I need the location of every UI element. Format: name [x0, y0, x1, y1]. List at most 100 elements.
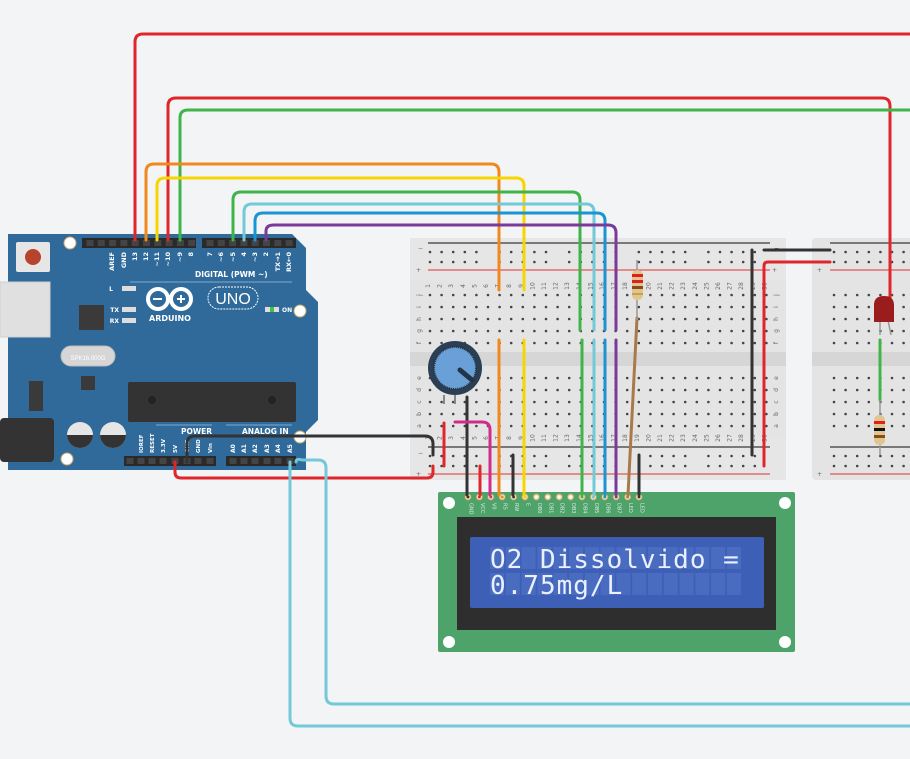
- breadboard-hole[interactable]: [637, 376, 641, 380]
- breadboard-hole[interactable]: [683, 412, 687, 416]
- breadboard-hole[interactable]: [475, 424, 478, 428]
- breadboard-main[interactable]: 1122334455667788991010111112121313141415…: [410, 238, 786, 480]
- breadboard-hole[interactable]: [867, 412, 871, 416]
- breadboard-hole[interactable]: [741, 329, 745, 333]
- header-pin[interactable]: [263, 458, 271, 464]
- breadboard-hole[interactable]: [475, 464, 478, 468]
- breadboard-hole[interactable]: [765, 424, 768, 428]
- breadboard-hole[interactable]: [672, 376, 675, 380]
- breadboard-hole[interactable]: [440, 329, 443, 333]
- breadboard-hole[interactable]: [475, 400, 478, 404]
- breadboard-hole[interactable]: [879, 293, 882, 297]
- breadboard-hole[interactable]: [649, 329, 652, 333]
- breadboard-hole[interactable]: [765, 305, 768, 309]
- breadboard-hole[interactable]: [567, 260, 571, 264]
- breadboard-hole[interactable]: [844, 424, 847, 428]
- breadboard-hole[interactable]: [509, 305, 513, 309]
- breadboard-hole[interactable]: [649, 305, 652, 309]
- breadboard-hole[interactable]: [451, 424, 455, 428]
- breadboard-hole[interactable]: [463, 329, 467, 333]
- breadboard-hole[interactable]: [902, 454, 905, 458]
- breadboard-hole[interactable]: [567, 293, 571, 297]
- breadboard-hole[interactable]: [695, 293, 699, 297]
- breadboard-hole[interactable]: [718, 293, 722, 297]
- breadboard-hole[interactable]: [660, 260, 664, 264]
- breadboard-hole[interactable]: [556, 376, 559, 380]
- breadboard-hole[interactable]: [509, 250, 513, 254]
- breadboard-hole[interactable]: [521, 317, 525, 321]
- breadboard-hole[interactable]: [902, 412, 905, 416]
- header-pin[interactable]: [143, 240, 150, 246]
- breadboard-hole[interactable]: [498, 329, 501, 333]
- breadboard-hole[interactable]: [902, 317, 905, 321]
- breadboard-hole[interactable]: [556, 329, 559, 333]
- breadboard-hole[interactable]: [890, 424, 894, 428]
- breadboard-hole[interactable]: [765, 376, 768, 380]
- breadboard-hole[interactable]: [567, 329, 571, 333]
- header-pin[interactable]: [120, 240, 128, 246]
- breadboard-hole[interactable]: [718, 260, 722, 264]
- wire-purple-pin2[interactable]: [264, 223, 618, 332]
- breadboard-hole[interactable]: [509, 376, 513, 380]
- analog-header[interactable]: [226, 456, 296, 466]
- breadboard-hole[interactable]: [683, 424, 687, 428]
- header-pin[interactable]: [176, 240, 184, 246]
- breadboard-hole[interactable]: [451, 329, 455, 333]
- breadboard-hole[interactable]: [695, 305, 699, 309]
- breadboard-hole[interactable]: [463, 454, 467, 458]
- breadboard-hole[interactable]: [890, 464, 894, 468]
- breadboard-hole[interactable]: [718, 341, 722, 345]
- breadboard-hole[interactable]: [428, 305, 432, 309]
- wire-green-pin5[interactable]: [231, 190, 582, 332]
- breadboard-hole[interactable]: [428, 329, 432, 333]
- breadboard-hole[interactable]: [475, 250, 478, 254]
- breadboard-hole[interactable]: [753, 329, 757, 333]
- breadboard-hole[interactable]: [832, 329, 836, 333]
- breadboard-hole[interactable]: [521, 329, 525, 333]
- breadboard-hole[interactable]: [533, 260, 536, 264]
- breadboard-hole[interactable]: [625, 424, 629, 428]
- breadboard-hole[interactable]: [741, 454, 745, 458]
- breadboard-hole[interactable]: [672, 260, 675, 264]
- power-header[interactable]: [124, 456, 216, 466]
- breadboard-hole[interactable]: [867, 376, 871, 380]
- breadboard-hole[interactable]: [672, 464, 675, 468]
- breadboard-hole[interactable]: [730, 317, 733, 321]
- breadboard-hole[interactable]: [498, 305, 501, 309]
- header-pin[interactable]: [251, 240, 259, 246]
- breadboard-hole[interactable]: [902, 464, 905, 468]
- breadboard-hole[interactable]: [649, 412, 652, 416]
- breadboard-hole[interactable]: [718, 329, 722, 333]
- header-pin[interactable]: [229, 458, 237, 464]
- breadboard-hole[interactable]: [637, 341, 641, 345]
- breadboard-hole[interactable]: [440, 341, 443, 345]
- breadboard-hole[interactable]: [867, 260, 871, 264]
- wire-red-5v[interactable]: [173, 460, 435, 480]
- breadboard-hole[interactable]: [672, 293, 675, 297]
- wire-red-pin10[interactable]: [166, 96, 892, 302]
- breadboard-hole[interactable]: [428, 341, 432, 345]
- breadboard-hole[interactable]: [765, 341, 768, 345]
- breadboard-hole[interactable]: [832, 293, 836, 297]
- breadboard-hole[interactable]: [707, 376, 710, 380]
- breadboard-hole[interactable]: [672, 454, 675, 458]
- breadboard-hole[interactable]: [683, 329, 687, 333]
- breadboard-hole[interactable]: [533, 293, 536, 297]
- breadboard-hole[interactable]: [428, 454, 432, 458]
- header-pin[interactable]: [131, 240, 139, 246]
- breadboard-hole[interactable]: [509, 293, 513, 297]
- breadboard-hole[interactable]: [475, 341, 478, 345]
- breadboard-hole[interactable]: [730, 388, 733, 392]
- breadboard-hole[interactable]: [707, 388, 710, 392]
- breadboard-hole[interactable]: [718, 250, 722, 254]
- breadboard-hole[interactable]: [556, 293, 559, 297]
- breadboard-hole[interactable]: [890, 376, 894, 380]
- breadboard-hole[interactable]: [867, 400, 871, 404]
- breadboard-hole[interactable]: [649, 341, 652, 345]
- breadboard-hole[interactable]: [649, 388, 652, 392]
- breadboard-hole[interactable]: [486, 317, 490, 321]
- breadboard-hole[interactable]: [556, 388, 559, 392]
- breadboard-hole[interactable]: [649, 293, 652, 297]
- breadboard-hole[interactable]: [428, 250, 432, 254]
- wire-orange-pin12[interactable]: [144, 162, 501, 292]
